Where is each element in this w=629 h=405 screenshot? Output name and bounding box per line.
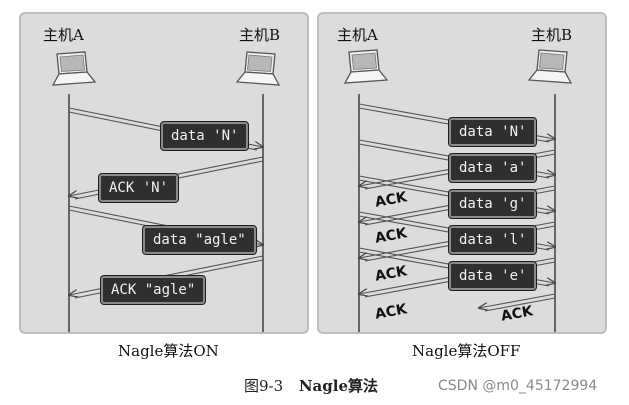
- laptop-icon: [235, 51, 281, 86]
- laptop-icon: [527, 49, 573, 84]
- data-l-box: data 'l': [449, 226, 537, 254]
- ack-agle-box: ACK "agle": [101, 276, 206, 304]
- data-N-box: data 'N': [449, 118, 537, 146]
- data-N-box: data 'N': [161, 122, 249, 150]
- nagle-off-panel: 主机A 主机B data 'N' data 'a' data 'g' data …: [317, 12, 607, 334]
- laptop-icon: [51, 51, 97, 86]
- data-g-box: data 'g': [449, 190, 537, 218]
- host-a-label: 主机A: [337, 26, 378, 44]
- nagle-on-caption: Nagle算法ON: [118, 342, 219, 360]
- ack-N-box: ACK 'N': [99, 174, 179, 202]
- host-a-label: 主机A: [43, 26, 84, 44]
- data-e-box: data 'e': [449, 262, 537, 290]
- watermark: CSDN @m0_45172994: [438, 378, 598, 394]
- figure-title: Nagle算法: [298, 377, 378, 395]
- host-b-label: 主机B: [531, 26, 573, 44]
- host-b-label: 主机B: [239, 26, 281, 44]
- data-agle-box: data "agle": [143, 226, 256, 254]
- figure-number: 图9-3: [244, 377, 284, 395]
- figure-caption: 图9-3 Nagle算法: [244, 375, 378, 396]
- data-a-box: data 'a': [449, 154, 537, 182]
- laptop-icon: [343, 49, 389, 84]
- nagle-on-panel: 主机A 主机B data 'N' ACK 'N' data "agle" ACK…: [19, 12, 309, 334]
- arrow-ack-5: [479, 293, 556, 312]
- nagle-off-caption: Nagle算法OFF: [412, 342, 521, 360]
